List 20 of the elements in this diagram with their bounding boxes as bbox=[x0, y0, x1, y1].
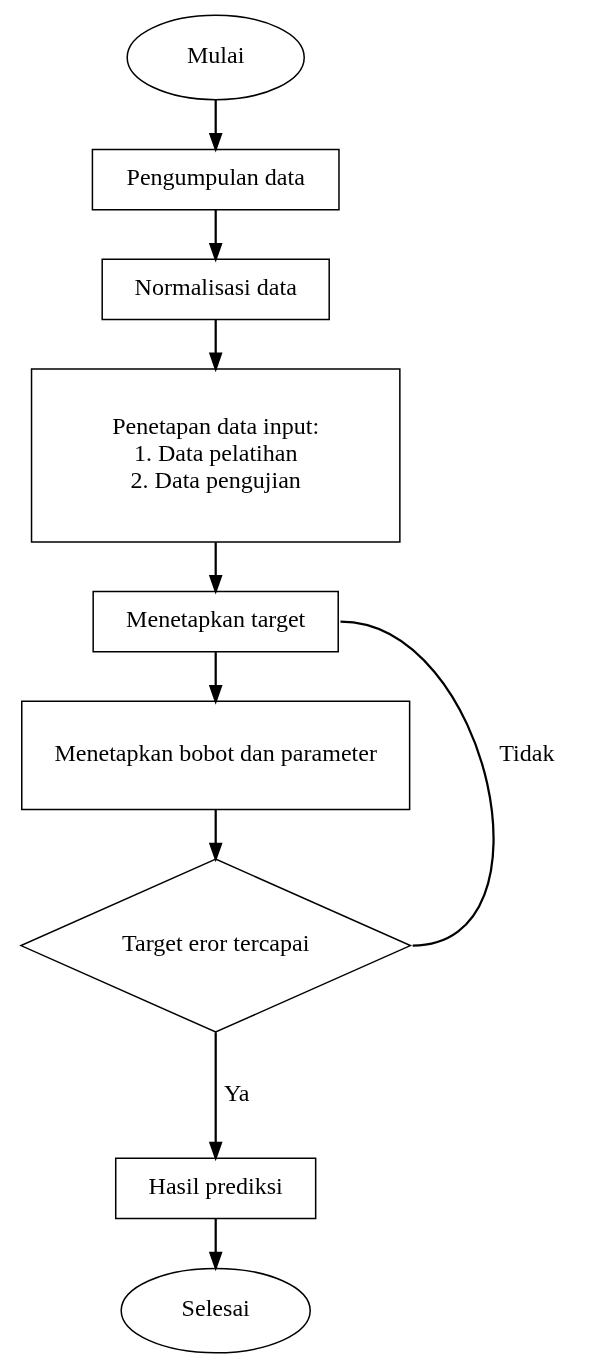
node-box: Menetapkan bobot dan parameter bbox=[21, 700, 411, 811]
arrow bbox=[208, 809, 223, 863]
node-ellipse: Mulai bbox=[126, 14, 305, 101]
edge-label: Ya bbox=[223, 1079, 250, 1106]
arrow bbox=[208, 209, 223, 263]
arrow bbox=[208, 99, 223, 153]
node-box: Pengumpulan data bbox=[91, 148, 340, 211]
connector bbox=[340, 620, 495, 947]
node-diamond: Target eror tercapai bbox=[19, 858, 413, 1033]
node-box: Normalisasi data bbox=[101, 258, 330, 321]
arrow bbox=[208, 1218, 223, 1272]
arrow bbox=[208, 1032, 223, 1162]
arrow bbox=[208, 542, 223, 595]
arrow bbox=[208, 319, 223, 373]
node-ellipse: Selesai bbox=[120, 1267, 311, 1354]
edge-label: Tidak bbox=[499, 740, 555, 767]
node-box: Menetapkan target bbox=[92, 590, 339, 653]
arrow bbox=[208, 652, 223, 705]
node-box: Penetapan data input: 1. Data pelatihan 2. Data pengujian bbox=[30, 368, 401, 543]
node-box: Hasil prediksi bbox=[114, 1157, 317, 1220]
